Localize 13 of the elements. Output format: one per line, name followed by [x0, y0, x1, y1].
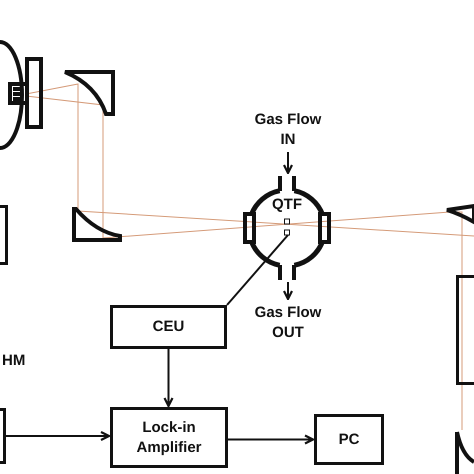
- arrow: [6, 430, 110, 442]
- flow-label: Gas Flow OUT: [247, 300, 329, 346]
- arrow: [282, 152, 294, 174]
- arrow: [282, 282, 294, 300]
- arrow: [228, 434, 314, 445]
- process-box: Lock-in Amplifier: [110, 407, 228, 468]
- process-box: PC: [314, 414, 384, 465]
- arrow: [163, 349, 174, 408]
- process-box: CEU: [110, 305, 227, 349]
- flow-label: Gas Flow IN: [249, 108, 327, 152]
- cell-label: QTF: [271, 196, 303, 214]
- text-label: HM: [2, 352, 26, 369]
- connector-line: [226, 234, 289, 306]
